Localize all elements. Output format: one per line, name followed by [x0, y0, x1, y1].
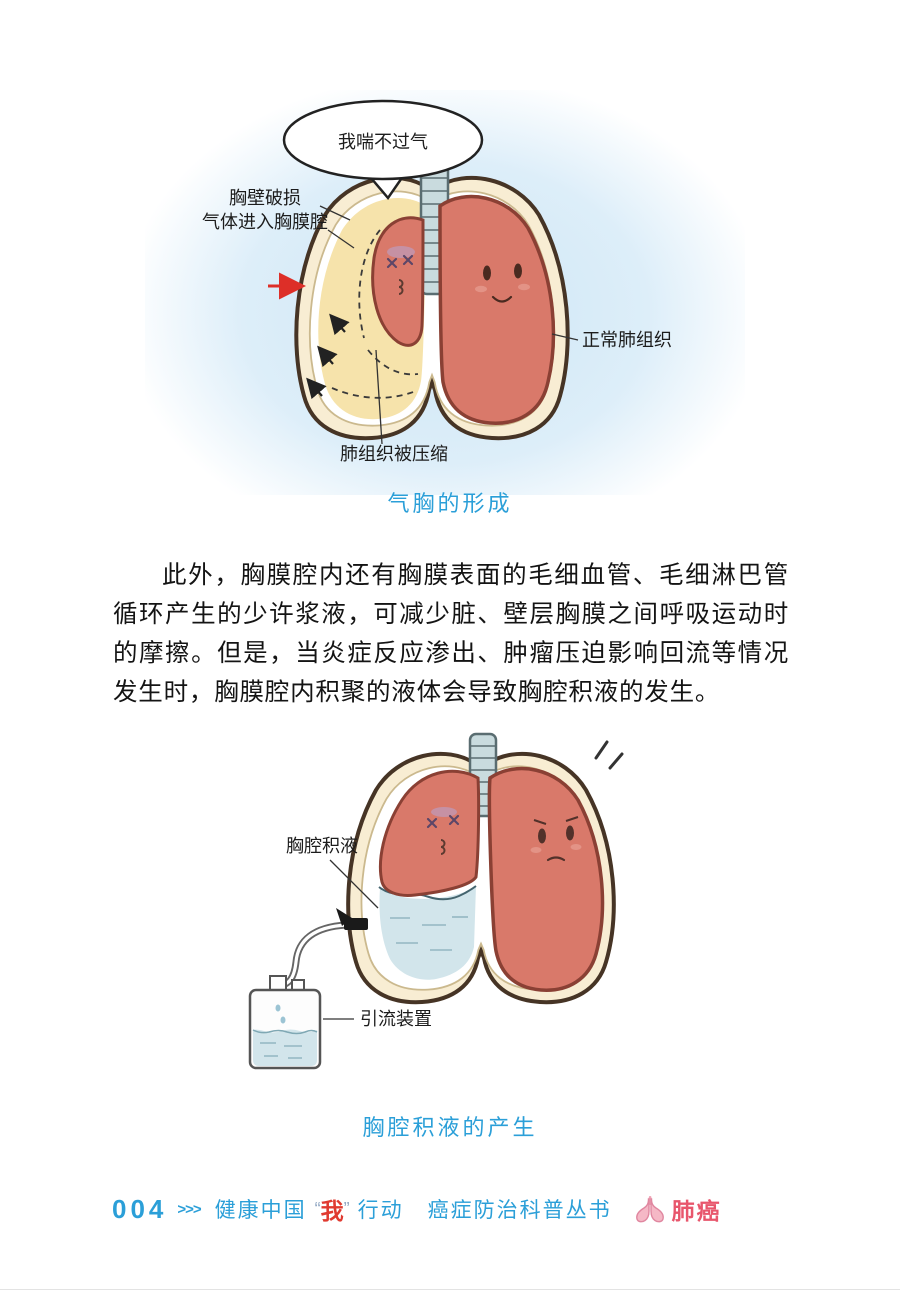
- drip-icon: [275, 1004, 281, 1012]
- series-name-2: 行动: [357, 1199, 404, 1222]
- page-footer: 004 >>> 健康中国 “ 我 ” 行动 癌症防治科普丛书 肺癌: [112, 1190, 722, 1228]
- label-normal-lung: 正常肺组织: [582, 330, 672, 350]
- drip-icon: [280, 1016, 286, 1024]
- figure-pleural-effusion: 胸腔积液 引流装置: [248, 732, 624, 1070]
- normal-lung: [438, 194, 556, 425]
- lungs-logo-icon: [632, 1195, 668, 1223]
- drainage-system: [248, 908, 368, 1070]
- collapse-dashed-lines: [331, 229, 419, 399]
- brow-icon: [565, 816, 579, 822]
- figure1-labels: 胸壁破损 气体进入胸膜腔 正常肺组织 肺组织被压缩: [202, 188, 672, 464]
- series-name-1: 健康中国: [214, 1199, 307, 1222]
- frown-icon: [546, 856, 566, 862]
- label-drainage-device: 引流装置: [360, 1009, 432, 1029]
- x-eyes-icon: [426, 814, 460, 829]
- smile-icon: [491, 295, 513, 303]
- leader-line: [319, 205, 351, 221]
- chevrons-icon: >>>: [177, 1200, 201, 1218]
- brow-icon: [533, 819, 547, 825]
- leader-line: [551, 333, 579, 341]
- air-arrows: [306, 313, 350, 400]
- drain-valve: [344, 918, 368, 930]
- compressed-lung: [371, 216, 425, 347]
- eye-icon: [538, 828, 546, 844]
- drainage-bottle: [248, 975, 322, 1070]
- series-name-3: 癌症防治科普丛书: [427, 1199, 612, 1222]
- blush-icon: [570, 844, 582, 850]
- label-effusion: 胸腔积液: [286, 836, 358, 856]
- left-lung-distressed: [378, 769, 481, 897]
- figure-pneumothorax: 我喘不过气 胸壁破损 气体进入胸膜腔 正常肺组织 肺组织被压缩: [202, 99, 672, 464]
- distress-shadow: [387, 246, 415, 258]
- eye-icon: [483, 265, 491, 281]
- open-quote: “: [314, 1198, 321, 1219]
- x-eyes-icon: [386, 254, 414, 269]
- book-title: 肺癌: [671, 1198, 722, 1224]
- eye-icon: [514, 263, 522, 279]
- leader-line: [327, 229, 355, 249]
- right-lung-worried: [487, 740, 624, 992]
- figure2-labels: 胸腔积液 引流装置: [286, 836, 432, 1029]
- valve-handle: [336, 908, 352, 926]
- body-paragraph: 此外，胸膜腔内还有胸膜表面的毛细血管、毛细淋巴管循环产生的少许浆液，可减少脏、壁…: [113, 562, 789, 706]
- page-number: 004: [112, 1193, 168, 1224]
- eye-icon: [566, 825, 574, 841]
- label-air-enters: 气体进入胸膜腔: [202, 212, 328, 232]
- blush-icon: [530, 847, 542, 853]
- close-quote: ”: [343, 1198, 350, 1219]
- figure1-caption: 气胸的形成: [387, 491, 513, 516]
- alarm-marks-icon: [594, 740, 624, 770]
- squiggle-mouth-icon: [398, 279, 404, 295]
- speech-bubble-text: 我喘不过气: [338, 132, 428, 152]
- squiggle-mouth-icon: [440, 839, 446, 855]
- blush-icon: [475, 285, 487, 293]
- leader-line: [375, 349, 383, 445]
- leader-line: [329, 859, 379, 909]
- series-highlight: 我: [320, 1198, 344, 1224]
- blush-icon: [518, 283, 530, 291]
- label-chest-wall-damage: 胸壁破损: [229, 188, 301, 208]
- label-compressed-lung: 肺组织被压缩: [340, 444, 448, 464]
- speech-bubble: 我喘不过气: [282, 99, 484, 201]
- figure2-caption: 胸腔积液的产生: [362, 1115, 538, 1140]
- distress-shadow: [431, 807, 457, 817]
